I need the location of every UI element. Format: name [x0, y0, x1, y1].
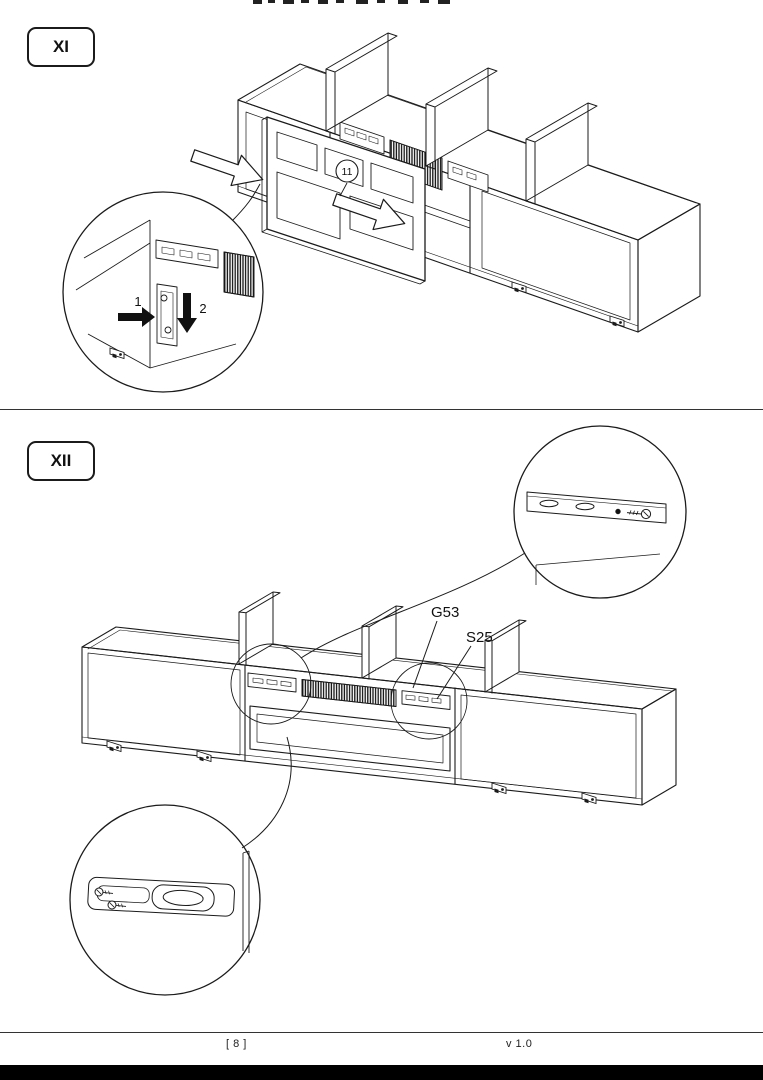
detail-circle-xi: 1 2	[62, 191, 264, 393]
interior-hardware-xi	[339, 121, 489, 193]
leader-slide-detail	[241, 736, 292, 849]
part-label-s25: S25	[466, 629, 493, 646]
arrow-step-1	[118, 307, 155, 327]
step-xi-drawing: 11	[62, 0, 701, 393]
detail-circle-rail	[513, 425, 687, 599]
mounting-bracket	[156, 283, 178, 347]
insert-arrow-2	[332, 193, 406, 231]
step-xi-label: XI	[52, 37, 70, 56]
part-number-11: 11	[342, 166, 353, 178]
insert-arrow-1	[190, 149, 264, 187]
hardware-strips-xii	[247, 672, 451, 710]
leader-detail-xi	[230, 183, 261, 223]
step-xii-label: XII	[50, 451, 72, 470]
cabinet-xii	[81, 626, 677, 806]
detail-circle-slide	[69, 804, 261, 996]
callout-circle-left	[230, 643, 312, 725]
step-label-1: 1	[134, 294, 141, 309]
slide-handle	[162, 889, 204, 907]
screw-icon	[626, 508, 652, 520]
footer-divider	[0, 1032, 763, 1033]
section-divider	[0, 409, 763, 410]
cabinet-feet-xii	[106, 740, 597, 804]
cabinet-feet-xi	[511, 281, 625, 327]
step-xi-badge: XI	[27, 27, 95, 67]
bottom-black-bar	[0, 1065, 763, 1080]
version-label: v 1.0	[506, 1038, 533, 1050]
page-number: [ 8 ]	[226, 1038, 247, 1050]
front-recess	[249, 705, 451, 772]
leader-rail-detail	[300, 552, 526, 659]
divider-panels-xi	[325, 32, 598, 205]
callout-circle-right	[390, 662, 468, 740]
screw-icon-small-2	[107, 900, 127, 910]
step-xii-drawing: G53 S25	[69, 425, 687, 996]
divider-panels-xii	[238, 591, 527, 694]
part-number-callout: 11	[335, 159, 359, 197]
arrow-step-2	[177, 293, 197, 333]
step-label-2: 2	[199, 301, 206, 316]
part-label-g53: G53	[431, 604, 459, 621]
step-xii-badge: XII	[27, 441, 95, 481]
screw-icon-small-1	[94, 887, 114, 897]
cropped-header-remnant	[253, 0, 450, 4]
part-labels: G53 S25	[412, 604, 493, 700]
